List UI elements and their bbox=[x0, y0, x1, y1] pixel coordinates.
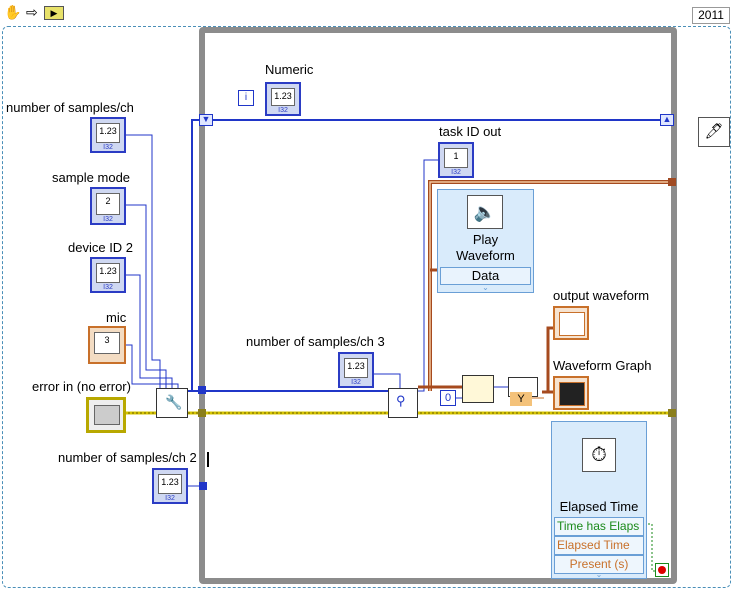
num-samples2-label: number of samples/ch 2 bbox=[58, 450, 197, 465]
task-id-value: 1 bbox=[444, 148, 468, 168]
error-in-label: error in (no error) bbox=[32, 379, 131, 394]
numeric-label: Numeric bbox=[265, 62, 314, 77]
elapsed-row-present[interactable]: Present (s) bbox=[554, 555, 644, 574]
task-id-type: I32 bbox=[451, 169, 461, 176]
tunnel-right-error bbox=[668, 409, 676, 417]
elapsed-row-elapsed-time[interactable]: Elapsed Time bbox=[554, 536, 644, 555]
wire-task-top bbox=[191, 119, 666, 390]
error-cluster-icon bbox=[94, 405, 120, 425]
task-id-indicator[interactable]: 1 I32 bbox=[438, 142, 474, 178]
mic-label: mic bbox=[106, 310, 127, 325]
sample-mode-control[interactable]: 2 I32 bbox=[90, 187, 126, 225]
version-badge: 2011 bbox=[692, 7, 730, 24]
speaker-icon: 🔈 bbox=[467, 195, 503, 229]
sample-mode-type: I32 bbox=[103, 216, 113, 223]
num-samples2-value: 1.23 bbox=[158, 474, 182, 494]
num-samples-value: 1.23 bbox=[96, 123, 120, 143]
elapsed-row-time-has-elapsed[interactable]: Time has Elaps bbox=[554, 517, 644, 536]
stop-icon bbox=[658, 566, 666, 574]
waveform-graph-label: Waveform Graph bbox=[553, 358, 652, 373]
waveform-icon bbox=[559, 312, 585, 336]
iteration-terminal[interactable]: i bbox=[238, 90, 254, 106]
wire-samples3 bbox=[374, 373, 401, 388]
device-id-type: I32 bbox=[103, 284, 113, 291]
wire-task-out bbox=[418, 159, 450, 392]
elapsed-time-vi[interactable]: ⏱ Elapsed Time Time has Elaps Elapsed Ti… bbox=[551, 421, 647, 579]
index-array-node[interactable] bbox=[462, 375, 494, 403]
num-samples2-type: I32 bbox=[165, 495, 175, 502]
play-waveform-title1: Play bbox=[472, 232, 499, 247]
read-vi[interactable]: ⚲ bbox=[388, 388, 418, 418]
num-samples-type: I32 bbox=[103, 144, 113, 151]
tunnel-right-waveform bbox=[668, 178, 676, 186]
config-vi[interactable]: 🔧 bbox=[156, 388, 188, 418]
device-id-control[interactable]: 1.23 I32 bbox=[90, 257, 126, 293]
sample-mode-label: sample mode bbox=[52, 170, 131, 185]
task-id-label: task ID out bbox=[439, 124, 502, 139]
sample-mode-value: 2 bbox=[96, 193, 120, 215]
tunnel-left-top bbox=[198, 386, 206, 394]
num-samples-label: number of samples/ch bbox=[6, 100, 134, 115]
mic-value: 3 bbox=[94, 332, 120, 354]
numeric-type: I32 bbox=[278, 107, 288, 114]
num-samples3-value: 1.23 bbox=[344, 358, 368, 378]
tunnel-left-samples2 bbox=[199, 482, 207, 490]
elapsed-time-title: Elapsed Time bbox=[559, 499, 639, 514]
arrow-icon[interactable]: ⇨ bbox=[26, 4, 38, 20]
mic-control[interactable]: 3 bbox=[88, 326, 126, 364]
read-icon: ⚲ bbox=[396, 393, 406, 408]
wrench-icon: 🔧 bbox=[165, 394, 183, 410]
device-id-label: device ID 2 bbox=[68, 240, 134, 255]
play-waveform-vi[interactable]: 🔈 Play Waveform Data ⌄ bbox=[437, 189, 534, 293]
numeric-indicator[interactable]: 1.23 I32 bbox=[265, 82, 301, 116]
hand-icon[interactable]: ✋ bbox=[4, 4, 22, 20]
y-label: Y bbox=[510, 392, 532, 406]
graph-icon bbox=[559, 382, 585, 406]
device-id-value: 1.23 bbox=[96, 263, 120, 283]
wire-samples bbox=[126, 134, 161, 388]
diagram-frame bbox=[2, 26, 731, 588]
wire-sample-mode bbox=[126, 204, 167, 388]
play-waveform-title2: Waveform bbox=[456, 248, 515, 263]
tunnel-left-error bbox=[198, 409, 206, 417]
toolbar: ✋ ⇨ ▶ bbox=[4, 4, 64, 22]
while-loop[interactable] bbox=[199, 27, 677, 584]
stopwatch-icon: ⏱ bbox=[582, 438, 616, 472]
num-samples3-control[interactable]: 1.23 I32 bbox=[338, 352, 374, 388]
wire-mic bbox=[126, 344, 179, 388]
sound-output-icon[interactable]: 🖊 bbox=[698, 117, 730, 147]
error-in-control[interactable] bbox=[86, 397, 126, 433]
expand-chevron-icon[interactable]: ⌄ bbox=[482, 283, 489, 292]
num-samples2-control[interactable]: 1.23 I32 bbox=[152, 468, 188, 504]
output-waveform-label: output waveform bbox=[553, 288, 650, 303]
play-waveform-data[interactable]: Data bbox=[440, 267, 531, 285]
num-samples3-type: I32 bbox=[351, 379, 361, 386]
const-zero[interactable]: 0 bbox=[440, 390, 456, 406]
shift-register-right: ▲ bbox=[660, 114, 674, 126]
cursor-icon bbox=[207, 452, 209, 467]
numeric-value: 1.23 bbox=[271, 88, 295, 106]
wire-device bbox=[126, 274, 173, 388]
output-waveform-indicator[interactable] bbox=[553, 306, 589, 340]
stop-terminal[interactable] bbox=[655, 563, 669, 577]
waveform-graph-indicator[interactable] bbox=[553, 376, 589, 410]
num-samples-control[interactable]: 1.23 I32 bbox=[90, 117, 126, 153]
expand-chevron-icon-2[interactable]: ⌄ bbox=[595, 570, 603, 579]
run-icon[interactable]: ▶ bbox=[44, 6, 64, 20]
num-samples3-label: number of samples/ch 3 bbox=[246, 334, 385, 349]
shift-register-left: ▼ bbox=[199, 114, 213, 126]
